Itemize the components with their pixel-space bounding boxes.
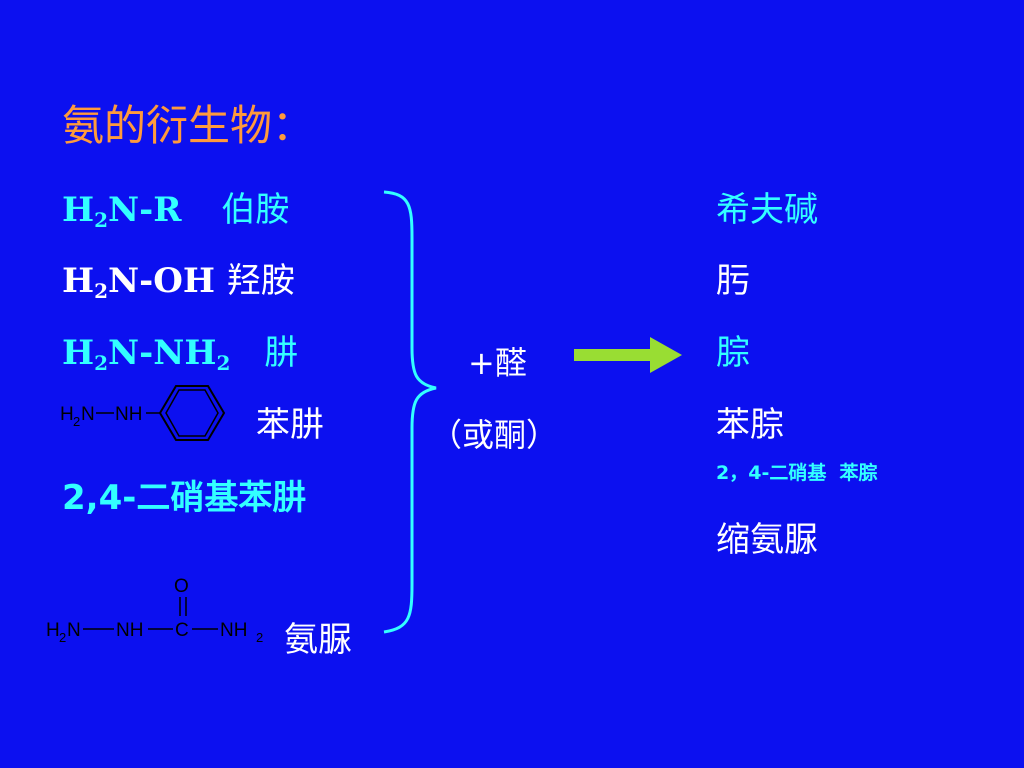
atom-nh: NH [115, 404, 142, 425]
formula: H2N-NH2 [62, 333, 231, 375]
name-label: 羟胺 [226, 261, 295, 301]
name-label: 伯胺 [221, 190, 290, 230]
svg-text:H: H [46, 620, 60, 641]
formula: H2N-R [62, 190, 182, 232]
svg-text:NH: NH [116, 620, 143, 641]
reagent-semicarbazide-label: 氨脲 [284, 620, 352, 660]
product-semicarbazone: 缩氨脲 [716, 520, 818, 560]
right-brace [383, 190, 437, 634]
reagent-hydrazine: H2N-NH2 肼 [62, 325, 298, 374]
product-phenylhydrazone: 苯腙 [716, 405, 784, 445]
svg-text:N: N [67, 620, 81, 641]
atom-o: O [174, 576, 189, 597]
product-dnp-hydrazone: 2，4-二硝基 苯腙 [716, 462, 878, 484]
product-schiff-base: 希夫碱 [716, 190, 818, 230]
atom-h: H [60, 404, 74, 425]
formula: H2N-OH [62, 261, 215, 303]
product-oxime: 肟 [716, 261, 750, 301]
aldehyde-label: +醛 [468, 344, 527, 382]
name-label: 肼 [264, 333, 299, 373]
reagent-phenylhydrazine-label: 苯肼 [256, 405, 324, 445]
atom-sub: 2 [73, 414, 80, 429]
reagent-dnph: 2,4-二硝基苯肼 [62, 478, 307, 518]
reagent-hydroxylamine: H2N-OH 羟胺 [62, 253, 295, 302]
semicarbazide-structure: O H 2 N NH C NH 2 [46, 576, 263, 645]
svg-text:C: C [175, 620, 189, 641]
atom-n: N [81, 404, 95, 425]
reaction-arrow-icon [574, 337, 682, 373]
ketone-label: （或酮） [430, 416, 559, 454]
reagent-primary-amine: H2N-R 伯胺 [62, 182, 289, 231]
product-hydrazone: 腙 [716, 333, 750, 373]
benzene-ring [158, 385, 226, 441]
slide-title: 氨的衍生物： [62, 101, 315, 150]
phenylhydrazine-structure: H 2 N NH [60, 385, 226, 441]
svg-text:2: 2 [59, 630, 66, 645]
svg-text:2: 2 [256, 630, 263, 645]
svg-text:NH: NH [220, 620, 247, 641]
